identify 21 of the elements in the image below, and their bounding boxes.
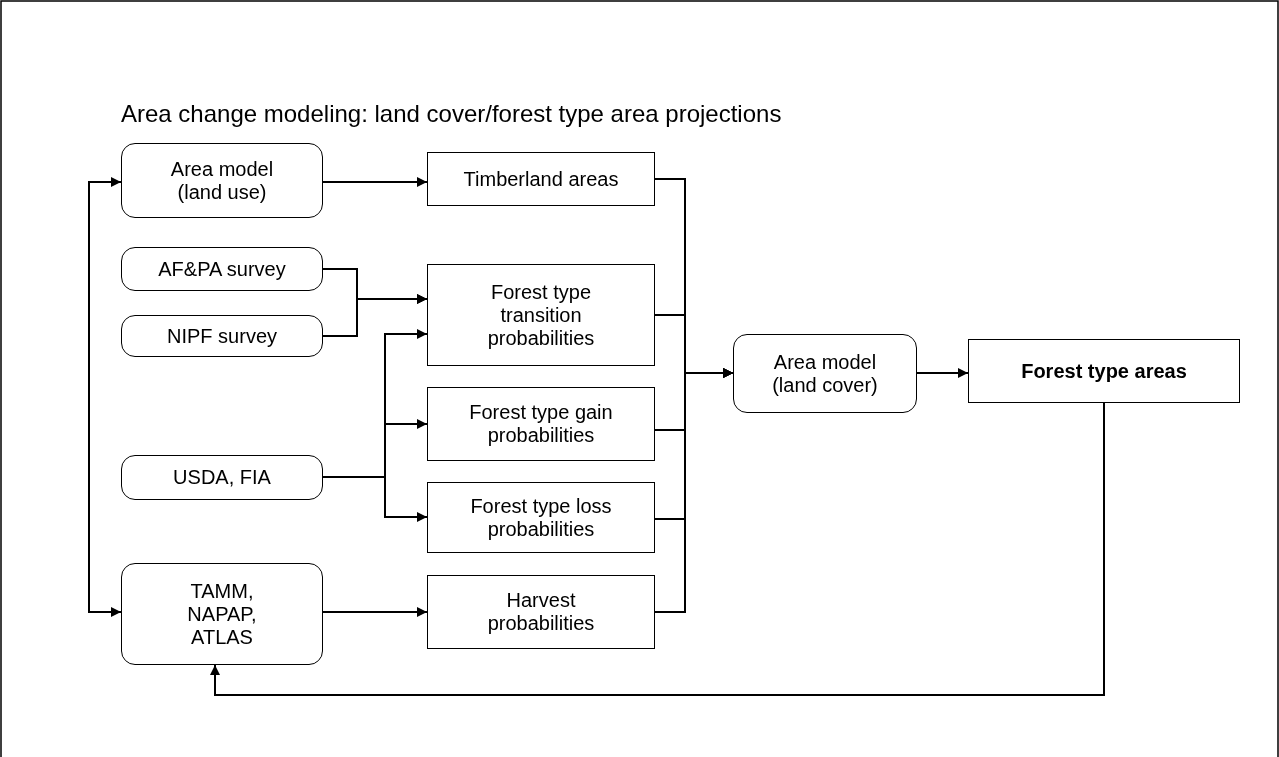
rounded-process-box: Area model (land use)	[121, 143, 323, 218]
rounded-process-box: TAMM, NAPAP, ATLAS	[121, 563, 323, 665]
arrow	[322, 476, 428, 522]
diagram-title: Area change modeling: land cover/forest type area projections	[121, 100, 782, 128]
arrow	[322, 294, 428, 337]
arrow	[654, 368, 734, 613]
output-box: Forest type areas	[968, 339, 1240, 403]
process-box: Harvest probabilities	[427, 575, 655, 649]
rounded-process-box: NIPF survey	[121, 315, 323, 357]
arrow	[322, 607, 428, 617]
arrow	[210, 402, 1105, 696]
process-box: Forest type loss probabilities	[427, 482, 655, 553]
rounded-process-box: AF&PA survey	[121, 247, 323, 291]
process-box: Forest type gain probabilities	[427, 387, 655, 461]
rounded-process-box: Area model (land cover)	[733, 334, 917, 413]
rounded-process-box: USDA, FIA	[121, 455, 323, 500]
arrow	[322, 177, 428, 187]
process-box: Timberland areas	[427, 152, 655, 206]
arrow	[88, 177, 122, 617]
arrow	[916, 368, 969, 378]
process-box: Forest type transition probabilities	[427, 264, 655, 366]
